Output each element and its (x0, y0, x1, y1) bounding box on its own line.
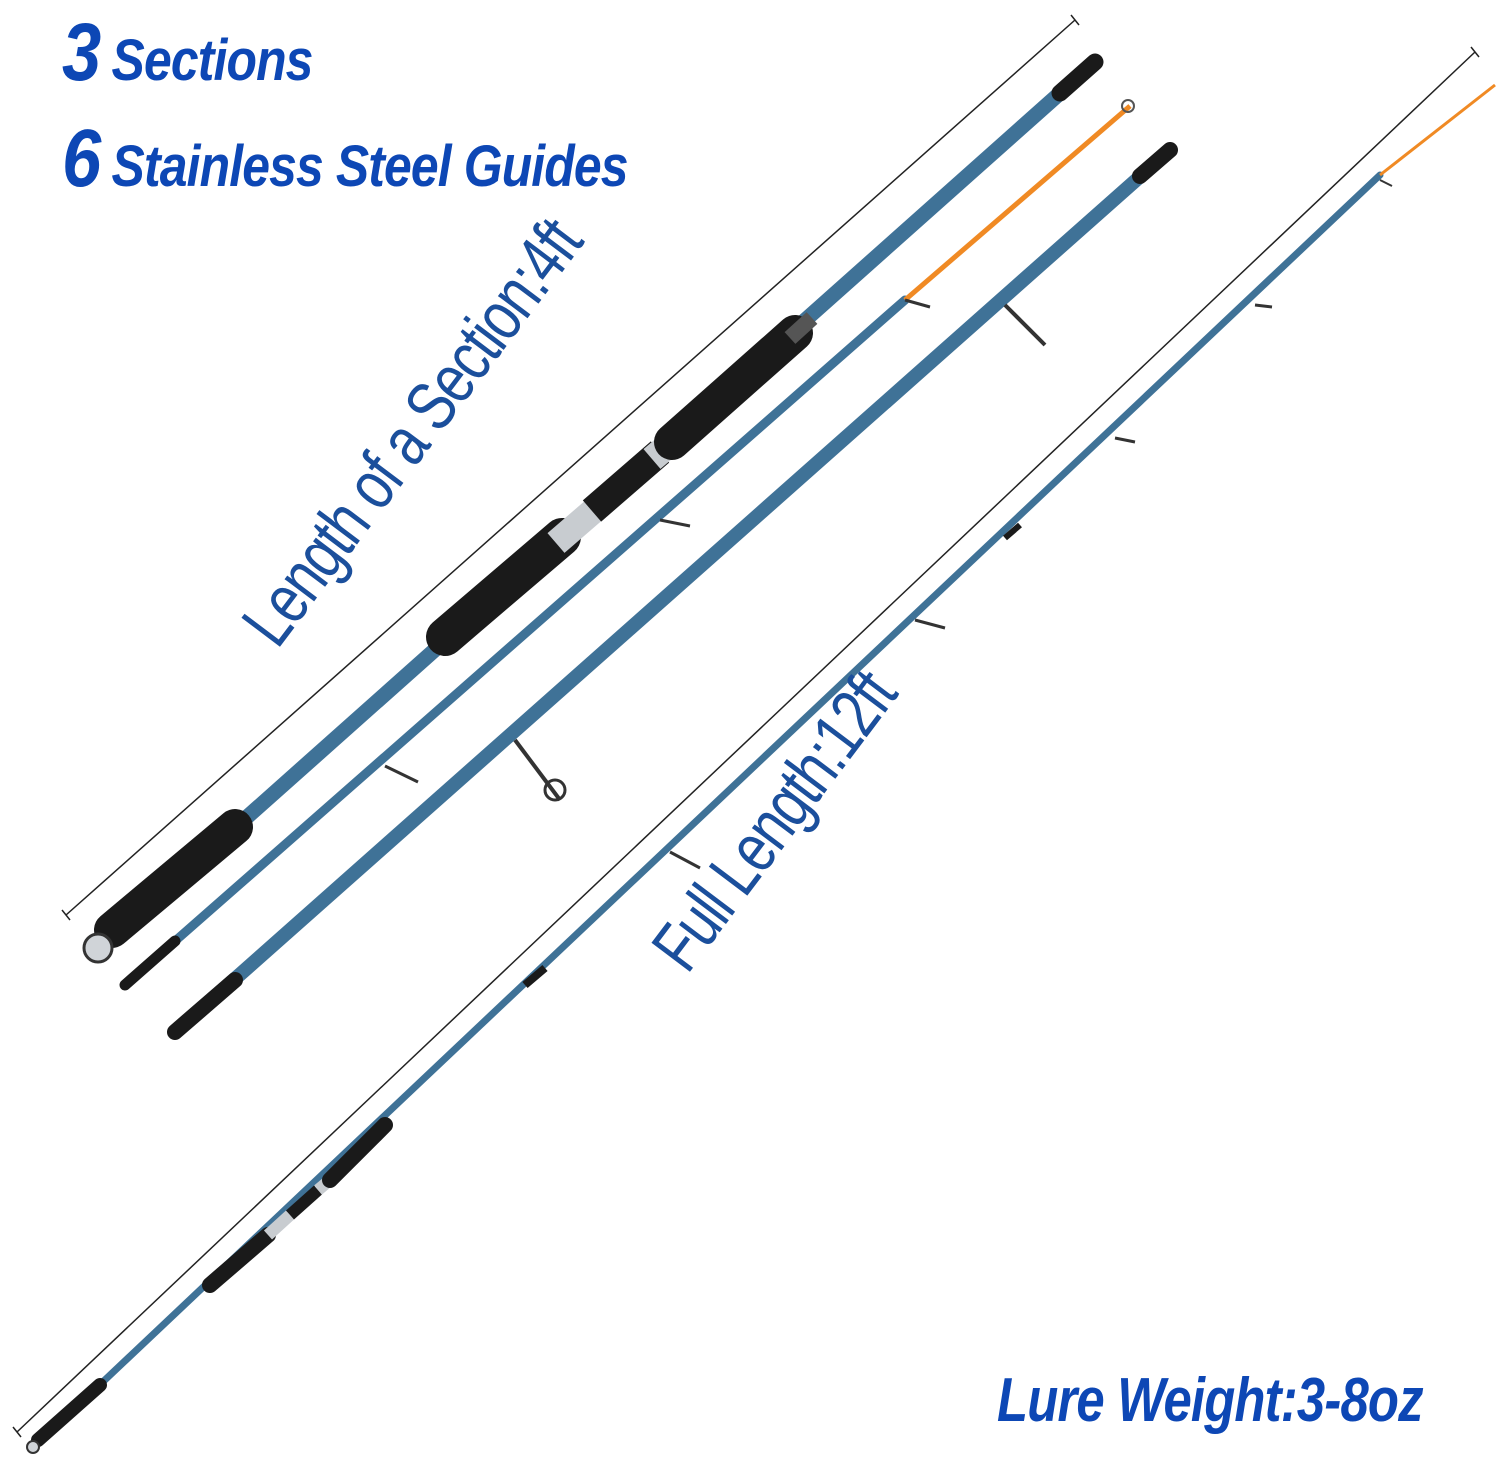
rod-mid-section (167, 142, 1178, 1040)
guides-text: Stainless Steel Guides (111, 134, 629, 199)
sections-count: 3 (62, 7, 101, 98)
rod-tip-section (119, 99, 1135, 991)
rod-assembled (26, 83, 1496, 1454)
full-length-dimension-line (12, 46, 1480, 1438)
lure-weight-label: Lure Weight:3-8oz (997, 1366, 1424, 1435)
sections-text: Sections (111, 28, 314, 93)
section-length-dimension-line (61, 14, 1080, 921)
guides-count: 6 (62, 113, 101, 204)
rod-butt-section (82, 53, 1104, 964)
